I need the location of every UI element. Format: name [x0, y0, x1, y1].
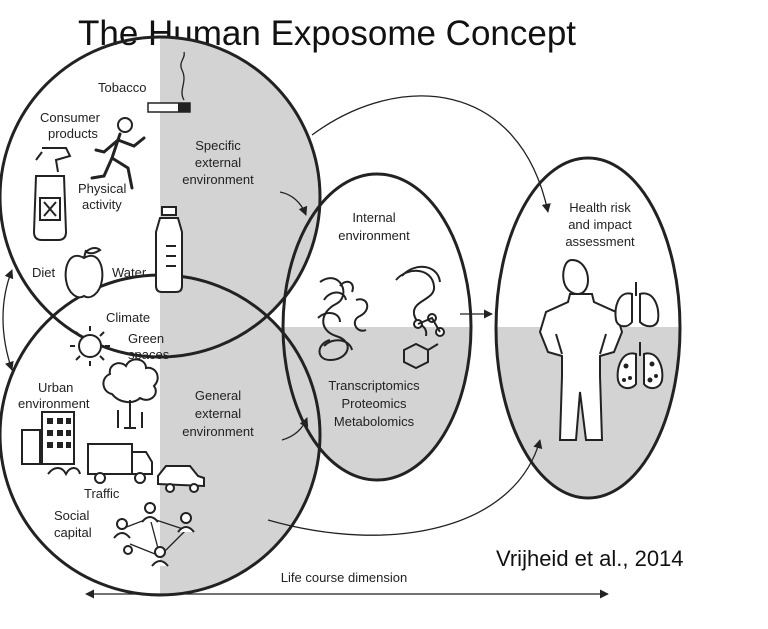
internal-environment-label-2: environment [338, 228, 410, 243]
omics-transcriptomics-label: Transcriptomics [328, 378, 420, 393]
car-icon [157, 465, 205, 493]
health-risk-circle [494, 156, 682, 500]
specific-external-label-2: external [195, 155, 241, 170]
runner-icon [90, 117, 146, 190]
sun-icon [70, 326, 110, 366]
protein-icon [317, 277, 369, 362]
omics-metabolomics-label: Metabolomics [334, 414, 415, 429]
buildings-icon [21, 411, 75, 465]
general-external-label-2: external [195, 406, 241, 421]
consumer-products-label-1: Consumer [40, 110, 101, 125]
social-network-icon [113, 502, 195, 567]
diseased-lungs-icon [616, 342, 664, 390]
truck-icon [87, 443, 153, 484]
arrow-specific-to-health [311, 95, 551, 213]
arrow-specific-general [2, 269, 14, 371]
diet-label: Diet [32, 265, 56, 280]
climate-label: Climate [106, 310, 150, 325]
health-risk-label-2: and impact [568, 217, 632, 232]
arrow-general-to-internal [281, 417, 309, 441]
general-external-label-3: environment [182, 424, 254, 439]
physical-activity-label-1: Physical [78, 181, 127, 196]
tree-icon [102, 358, 159, 429]
green-spaces-label-1: Green [128, 331, 164, 346]
urban-environment-label-1: Urban [38, 380, 73, 395]
omics-proteomics-label: Proteomics [341, 396, 407, 411]
bottom-circle-shade [160, 275, 320, 595]
specific-external-circle [0, 35, 322, 359]
arrow-specific-to-internal [279, 191, 308, 216]
health-risk-label-3: assessment [565, 234, 635, 249]
general-external-label-1: General [195, 388, 241, 403]
water-label: Water [112, 265, 147, 280]
tobacco-label: Tobacco [98, 80, 146, 95]
spray-bottle-icon [32, 147, 72, 241]
arrow-general-to-health [267, 439, 543, 536]
road-icon [47, 467, 81, 477]
life-course-label: Life course dimension [281, 570, 407, 585]
internal-environment-label-1: Internal [352, 210, 395, 225]
internal-environment-circle [281, 172, 473, 482]
water-bottle-icon [155, 206, 183, 293]
consumer-products-label-2: products [48, 126, 98, 141]
cigarette-icon [147, 51, 191, 113]
traffic-label: Traffic [84, 486, 120, 501]
apple-icon [64, 247, 104, 299]
health-risk-label-1: Health risk [569, 200, 631, 215]
physical-activity-label-2: activity [82, 197, 122, 212]
specific-external-label-1: Specific [195, 138, 241, 153]
dna-icon [395, 266, 445, 370]
social-capital-label-1: Social [54, 508, 90, 523]
specific-external-label-3: environment [182, 172, 254, 187]
green-spaces-label-2: spaces [128, 347, 170, 362]
urban-environment-label-2: environment [18, 396, 90, 411]
citation: Vrijheid et al., 2014 [496, 546, 684, 571]
social-capital-label-2: capital [54, 525, 92, 540]
healthy-lungs-icon [614, 282, 660, 328]
